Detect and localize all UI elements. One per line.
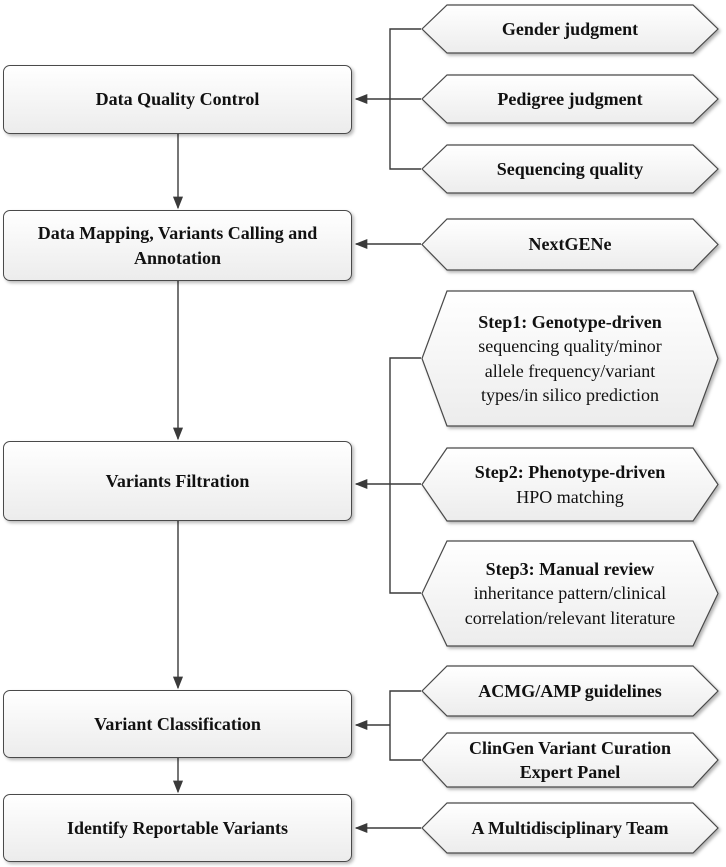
input-title: Step2: Phenotype-driven [474, 462, 666, 483]
step-data-mapping: Data Mapping, Variants Calling and Annot… [3, 210, 352, 281]
input-acmg-amp-guidelines: ACMG/AMP guidelines [421, 665, 719, 717]
input-step3-manual-review: Step3: Manual review inheritance pattern… [421, 540, 719, 647]
input-title: Gender judgment [501, 18, 639, 39]
step-variant-classification: Variant Classification [3, 690, 352, 758]
step-variants-filtration: Variants Filtration [3, 441, 352, 521]
step-data-quality-control: Data Quality Control [3, 65, 352, 134]
hexagon-shape [421, 802, 719, 854]
input-bracket [389, 357, 421, 594]
hexagon-shape [421, 218, 719, 271]
hexagon-shape [421, 447, 719, 522]
hexagon-shape [421, 74, 719, 124]
input-step1-genotype-driven: Step1: Genotype-driven sequencing qualit… [421, 290, 719, 427]
hexagon-shape [421, 290, 719, 427]
hexagon-shape [421, 665, 719, 717]
hexagon-shape [421, 540, 719, 647]
input-title: ACMG/AMP guidelines [478, 680, 662, 701]
input-multidisciplinary-team: A Multidisciplinary Team [421, 802, 719, 854]
input-detail: sequencing quality/minor allele frequenc… [478, 336, 662, 405]
input-gender-judgment: Gender judgment [421, 4, 719, 54]
input-pedigree-judgment: Pedigree judgment [421, 74, 719, 124]
input-title: Sequencing quality [496, 158, 644, 179]
input-detail: inheritance pattern/clinical correlation… [464, 583, 676, 628]
input-title: A Multidisciplinary Team [471, 817, 669, 838]
input-title: NextGENe [528, 234, 612, 255]
input-clingen-expert-panel: ClinGen Variant Curation Expert Panel [421, 732, 719, 788]
hexagon-shape [421, 4, 719, 54]
input-step2-phenotype-driven: Step2: Phenotype-driven HPO matching [421, 447, 719, 522]
hexagon-shape [421, 732, 719, 788]
input-title: Step1: Genotype-driven [478, 312, 662, 333]
input-detail: HPO matching [516, 486, 624, 507]
input-title: Step3: Manual review [485, 559, 655, 580]
hexagon-shape [421, 144, 719, 194]
input-title: ClinGen Variant Curation Expert Panel [468, 737, 672, 782]
input-title: Pedigree judgment [497, 88, 643, 109]
input-nextgene: NextGENe [421, 218, 719, 271]
input-sequencing-quality: Sequencing quality [421, 144, 719, 194]
input-bracket [389, 690, 421, 761]
step-identify-reportable-variants: Identify Reportable Variants [3, 794, 352, 862]
